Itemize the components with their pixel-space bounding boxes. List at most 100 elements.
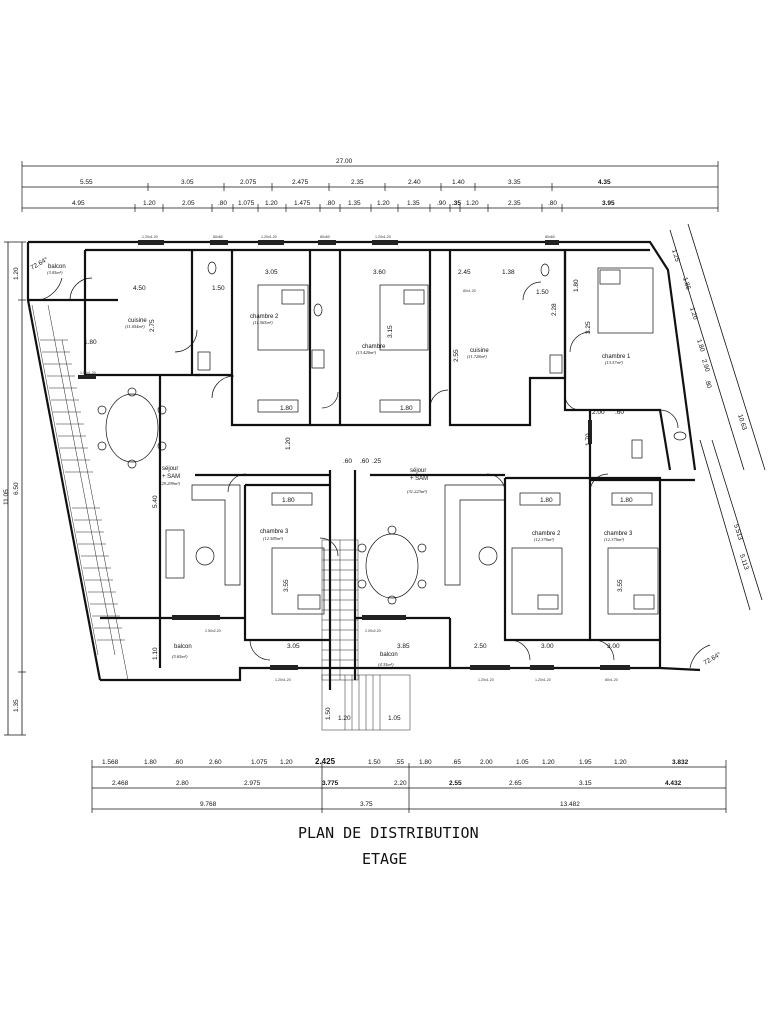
dim-label: 2.65 bbox=[509, 780, 522, 787]
dim-label: 2.075 bbox=[240, 179, 257, 186]
room-sub-sam: + SAM bbox=[162, 474, 180, 480]
window-label: 80x60 bbox=[320, 235, 330, 239]
room-area: (5.65m²) bbox=[172, 654, 188, 659]
dim-label: .80 bbox=[326, 200, 335, 207]
dim-label: 1.20 bbox=[466, 200, 479, 207]
window-label: 1.20x1.20 bbox=[478, 678, 494, 682]
dim-label: 1.075 bbox=[251, 759, 268, 766]
window-label: 2.00x2.20 bbox=[365, 629, 381, 633]
room-area: (12.585m²) bbox=[263, 536, 283, 541]
dim-label: 3.00 bbox=[541, 643, 554, 650]
dim-label: 2.40 bbox=[408, 179, 421, 186]
room-area: (12.376m²) bbox=[534, 537, 554, 542]
dim-label: 4.50 bbox=[133, 285, 146, 292]
interior-dimensions: 4.50 2.75 1.80 3.05 3.60 2.45 1.38 1.80 … bbox=[84, 269, 633, 722]
dim-label: 2.00 bbox=[592, 409, 605, 416]
dim-label: 2.468 bbox=[112, 780, 129, 787]
left-staircase bbox=[31, 304, 129, 681]
dim-label: 1.80 bbox=[695, 338, 706, 353]
dim-label: 2.475 bbox=[292, 179, 309, 186]
window-label: 1.20x1.20 bbox=[535, 678, 551, 682]
room-area: (11.728m²) bbox=[467, 354, 487, 359]
window-label: 1.00x1.20 bbox=[80, 371, 96, 375]
room-name-balcon: balcon bbox=[380, 652, 398, 658]
dim-label: 1.80 bbox=[540, 497, 553, 504]
exterior-walls bbox=[26, 240, 701, 682]
dim-label: .60 bbox=[615, 409, 624, 416]
dim-label: 1.50 bbox=[212, 285, 225, 292]
dim-label: .25 bbox=[372, 458, 381, 465]
dim-label: 4.35 bbox=[598, 179, 611, 186]
room-name-cuisine: cuisine bbox=[128, 318, 147, 324]
dim-label: 3.55 bbox=[617, 579, 624, 592]
room-area: (13.57m²) bbox=[605, 360, 623, 365]
dim-label: 4.432 bbox=[665, 780, 682, 787]
window-label: 80x1.20 bbox=[463, 289, 476, 293]
window-label: 80x1.20 bbox=[605, 678, 618, 682]
dim-label: .90 bbox=[437, 200, 446, 207]
dim-label: 2.20 bbox=[394, 780, 407, 787]
dim-label: 1.475 bbox=[294, 200, 311, 207]
right-dimension-lines bbox=[669, 223, 766, 611]
left-dimension-lines bbox=[4, 241, 26, 736]
right-overall-dim: 10.63 bbox=[736, 413, 748, 431]
dim-label: 1.80 bbox=[400, 405, 413, 412]
dim-label: 1.20 bbox=[143, 200, 156, 207]
room-name-chambre-2: chambre 2 bbox=[250, 314, 279, 320]
room-area: (11.054m²) bbox=[125, 324, 145, 329]
window-label: 2.50x2.20 bbox=[205, 629, 221, 633]
dim-label: 1.20 bbox=[542, 759, 555, 766]
room-area: (29.299m²) bbox=[160, 481, 180, 486]
furniture bbox=[97, 261, 687, 615]
central-staircase bbox=[321, 539, 411, 731]
dim-label: 5.113 bbox=[738, 553, 750, 571]
windows bbox=[78, 240, 630, 670]
dim-label: 3.35 bbox=[508, 179, 521, 186]
dim-label: 3.05 bbox=[181, 179, 194, 186]
window-label: 80x60 bbox=[545, 235, 555, 239]
dim-label: .35 bbox=[452, 200, 461, 207]
room-sub-sam: + SAM bbox=[410, 476, 428, 482]
room-name-sejour: séjour bbox=[410, 468, 426, 474]
dim-label: 1.80 bbox=[419, 759, 432, 766]
dim-label: 3.15 bbox=[579, 780, 592, 787]
dim-label: 2.05 bbox=[182, 200, 195, 207]
dim-label: 2.975 bbox=[244, 780, 261, 787]
room-name-chambre: chambre bbox=[362, 344, 386, 350]
dim-label: 3.75 bbox=[360, 801, 373, 808]
window-label: 1.20x1.20 bbox=[275, 678, 291, 682]
dim-label: 3.00 bbox=[607, 643, 620, 650]
dim-label: 9.768 bbox=[200, 801, 217, 808]
dim-label: 2.35 bbox=[508, 200, 521, 207]
dim-label: 3.55 bbox=[283, 579, 290, 592]
room-name-balcon: balcon bbox=[48, 264, 66, 270]
dim-label: 1.10 bbox=[152, 647, 159, 660]
dim-label: 3.15 bbox=[387, 325, 394, 338]
room-name-balcon: balcon bbox=[174, 644, 192, 650]
top-overall-dim: 27.00 bbox=[336, 158, 353, 165]
room-area: (12.376m²) bbox=[604, 537, 624, 542]
dim-label: 1.20 bbox=[280, 759, 293, 766]
dim-label: .80 bbox=[548, 200, 557, 207]
dim-label: 1.80 bbox=[144, 759, 157, 766]
dim-label: 5.55 bbox=[80, 179, 93, 186]
dim-label: 1.05 bbox=[388, 715, 401, 722]
dim-label: .80 bbox=[218, 200, 227, 207]
dim-label: 2.50 bbox=[474, 643, 487, 650]
dim-label: 1.35 bbox=[13, 699, 20, 712]
room-area: (4.35m²) bbox=[378, 662, 394, 667]
dim-label: 1.20 bbox=[614, 759, 627, 766]
room-name-sejour: séjour bbox=[162, 466, 178, 472]
room-area: (11.565m²) bbox=[253, 320, 273, 325]
window-labels: 1.20x1.20 80x60 1.20x1.20 80x60 1.20x1.2… bbox=[80, 235, 618, 682]
door-swings bbox=[69, 277, 679, 661]
dim-label: 2.35 bbox=[351, 179, 364, 186]
dim-label: 1.70 bbox=[585, 433, 592, 446]
dim-label: 1.25 bbox=[670, 248, 681, 263]
plan-subtitle: ETAGE bbox=[362, 850, 407, 868]
room-area: (13.426m²) bbox=[356, 350, 376, 355]
interior-walls bbox=[83, 248, 695, 690]
dim-label: 1.20 bbox=[13, 267, 20, 280]
dim-label: 1.20 bbox=[285, 437, 292, 450]
